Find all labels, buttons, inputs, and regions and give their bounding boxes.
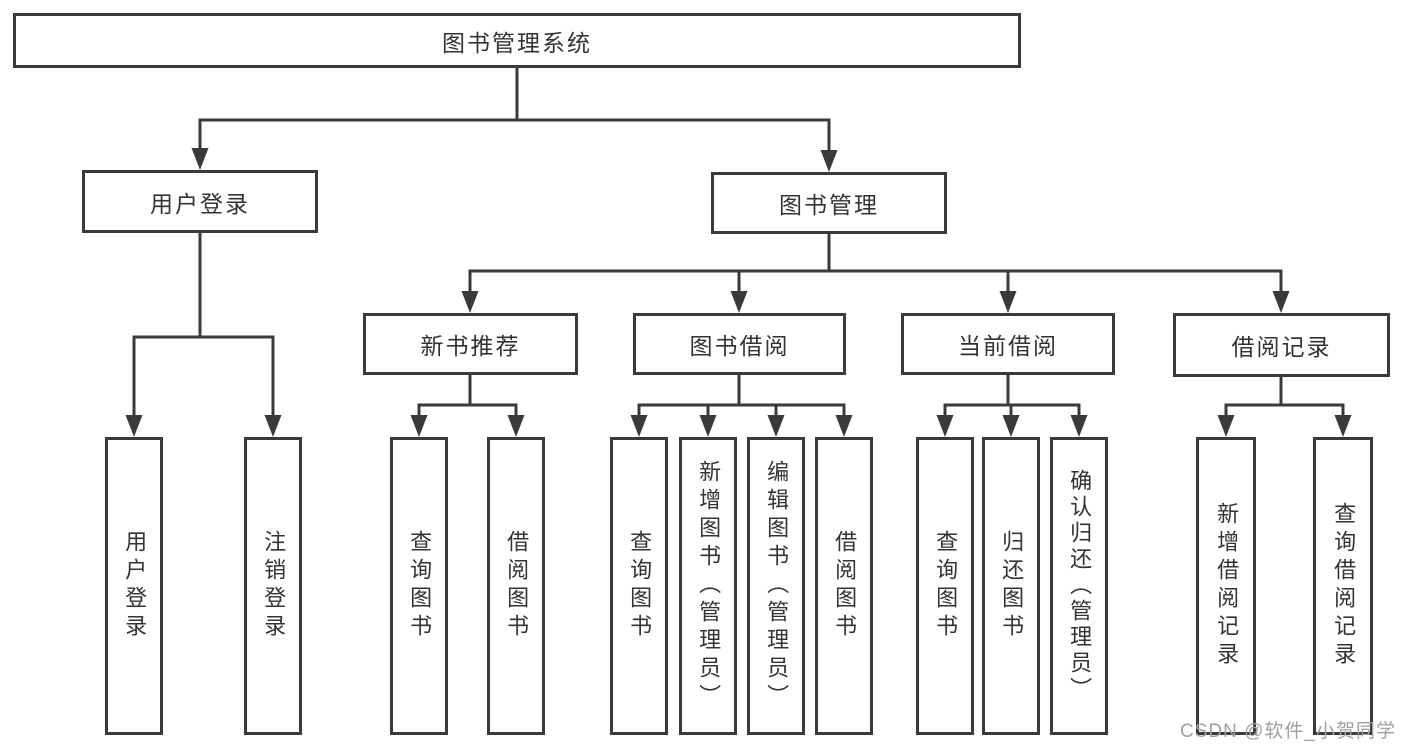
leaf-edit-book-admin: 编辑图书（管理员）	[747, 437, 805, 735]
node-label: 查询图书	[407, 530, 433, 642]
connector-new-books-to-leaves	[410, 375, 525, 437]
node-label: 借阅记录	[1231, 334, 1332, 360]
node-label: 编辑图书（管理员）	[764, 460, 790, 712]
node-label: 图书管理	[779, 192, 879, 218]
leaf-query-books-2: 查询图书	[610, 437, 668, 735]
node-new-book-recommend: 新书推荐	[363, 313, 578, 375]
leaf-add-borrow-record: 新增借阅记录	[1196, 437, 1256, 735]
node-label: 用户登录	[150, 190, 250, 217]
node-book-management: 图书管理	[711, 172, 947, 234]
leaf-borrow-books-2: 借阅图书	[815, 437, 873, 735]
node-book-borrowing: 图书借阅	[633, 313, 846, 375]
connector-book-borrow-to-leaves	[630, 375, 853, 437]
node-label: 借阅图书	[504, 530, 530, 642]
node-label: 查询图书	[933, 530, 959, 642]
leaf-confirm-return-admin: 确认归还（管理员）	[1050, 437, 1108, 735]
node-label: 查询图书	[627, 530, 653, 642]
leaf-query-books-1: 查询图书	[390, 437, 448, 735]
connector-user-login-to-leaves	[125, 233, 282, 437]
node-borrowing-records: 借阅记录	[1173, 313, 1390, 377]
leaf-query-borrow-record: 查询借阅记录	[1313, 437, 1373, 735]
leaf-borrow-books-1: 借阅图书	[487, 437, 545, 735]
connector-borrow-records-to-leaves	[1217, 377, 1352, 437]
node-label: 图书管理系统	[442, 29, 592, 56]
connector-root-to-level1	[191, 68, 838, 172]
leaf-logout: 注销登录	[244, 437, 302, 735]
node-label: 确认归还（管理员）	[1067, 469, 1093, 703]
node-library-system: 图书管理系统	[13, 13, 1021, 68]
node-label: 用户登录	[122, 530, 148, 642]
connector-book-mgmt-to-level2	[461, 234, 1290, 313]
node-label: 注销登录	[261, 530, 287, 642]
leaf-add-book-admin: 新增图书（管理员）	[679, 437, 737, 735]
leaf-query-books-3: 查询图书	[916, 437, 974, 735]
node-label: 当前借阅	[958, 333, 1058, 359]
node-user-login: 用户登录	[82, 170, 318, 233]
node-label: 新书推荐	[420, 333, 521, 359]
node-label: 归还图书	[999, 530, 1025, 642]
connector-current-borrow-to-leaves	[936, 375, 1088, 437]
csdn-watermark: CSDN @软件_小贺同学	[1180, 721, 1396, 742]
leaf-return-books: 归还图书	[982, 437, 1040, 735]
node-current-borrowing: 当前借阅	[901, 313, 1115, 375]
leaf-user-login: 用户登录	[105, 437, 163, 735]
node-label: 图书借阅	[689, 333, 790, 359]
node-label: 新增借阅记录	[1214, 502, 1240, 670]
node-label: 借阅图书	[832, 530, 858, 642]
node-label: 新增图书（管理员）	[696, 460, 722, 712]
node-label: 查询借阅记录	[1331, 502, 1357, 670]
